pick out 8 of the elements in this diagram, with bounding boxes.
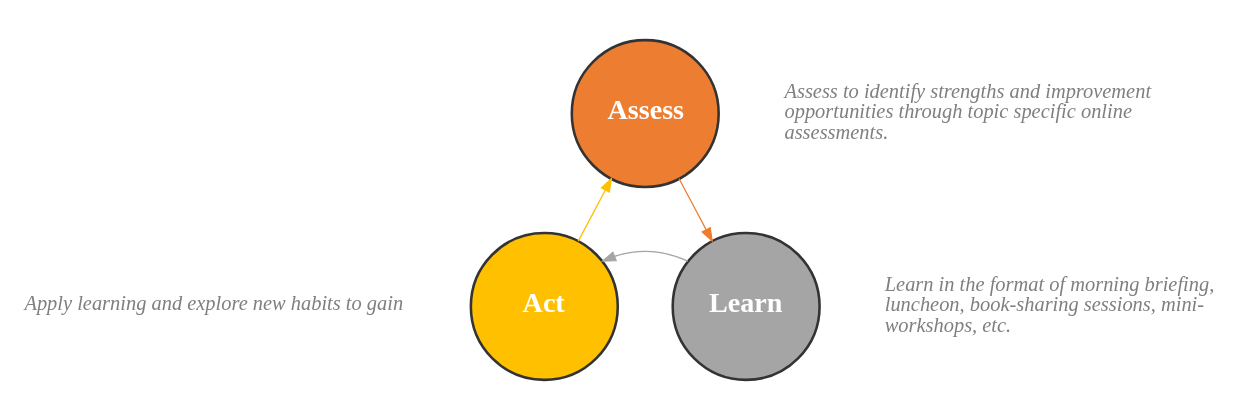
node-label: Apply learning and explore new habits to gain	[24, 291, 404, 314]
node-circle: Learn	[671, 231, 821, 381]
arrow	[577, 176, 613, 242]
node-circle: Assess	[570, 38, 720, 188]
node-label: Assess to identify strengths and improvement opportunities through topic specific online assessments.	[784, 79, 1152, 143]
node-label: Learn in the format of morning briefing, luncheon, book-sharing sessions, mini-workshops, etc.	[884, 272, 1215, 336]
arrow	[678, 177, 714, 243]
arrow	[600, 250, 689, 262]
